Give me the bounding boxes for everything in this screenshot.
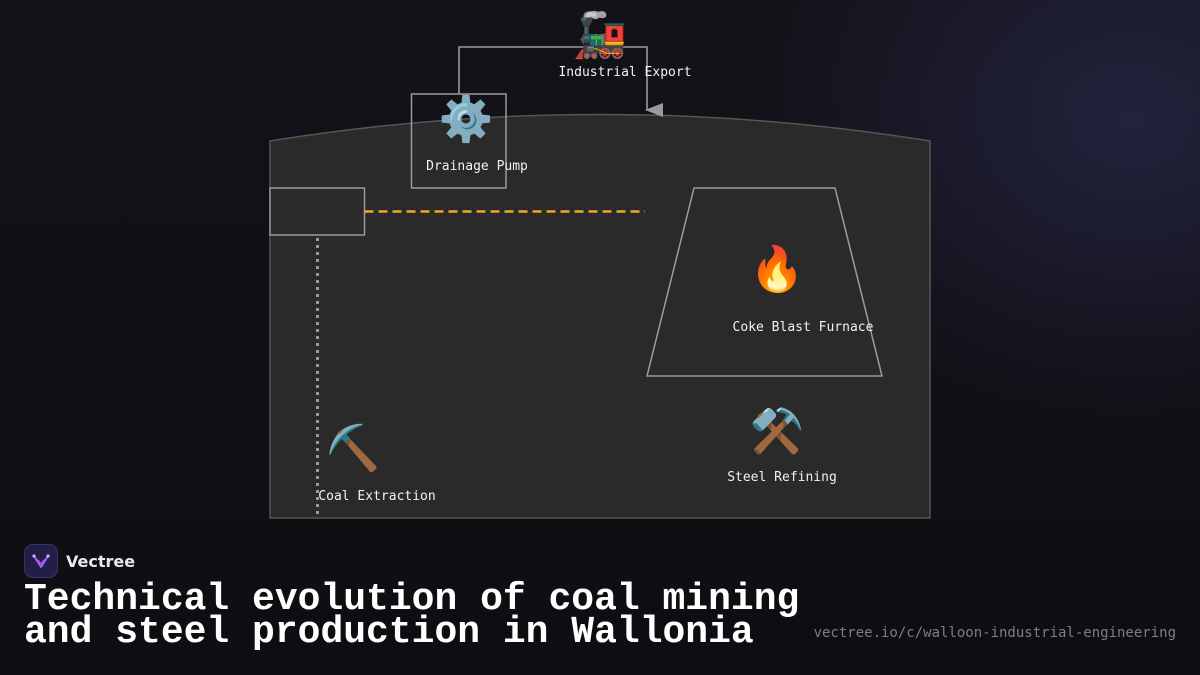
mine-shaft-box <box>269 187 366 236</box>
node-label-industrial-export: Industrial Export <box>558 65 691 80</box>
drainage-pump-box <box>410 93 507 189</box>
node-label-coke-blast-furnace: Coke Blast Furnace <box>733 320 874 335</box>
title-line-2: and steel production in Wallonia <box>24 611 754 654</box>
node-industrial-export: 🚂 Industrial Export <box>558 10 691 80</box>
node-label-drainage-pump: Drainage Pump <box>426 159 528 174</box>
landscape-panel <box>269 113 931 519</box>
gear-icon: ⚙️ <box>439 94 494 145</box>
node-coal-extraction: ⛏️ Coal Extraction <box>318 423 435 504</box>
node-label-steel-refining: Steel Refining <box>727 470 837 485</box>
fire-icon: 🔥 <box>750 244 805 295</box>
title-line-1: Technical evolution of coal mining <box>24 578 800 621</box>
source-url[interactable]: vectree.io/c/walloon-industrial-engineer… <box>813 625 1176 641</box>
export-connector <box>458 46 663 117</box>
node-steel-refining: ⚒️ Steel Refining <box>727 406 837 485</box>
locomotive-icon: 🚂 <box>573 10 628 61</box>
node-drainage-pump: ⚙️ Drainage Pump <box>426 94 528 174</box>
vectree-logo-icon <box>24 544 58 578</box>
pick-icon: ⛏️ <box>326 423 381 474</box>
page-title: Technical evolution of coal mining and s… <box>24 578 804 654</box>
furnace-shape <box>646 187 883 377</box>
brand[interactable]: Vectree <box>24 544 135 578</box>
brand-name: Vectree <box>66 551 136 571</box>
node-coke-blast-furnace: 🔥 Coke Blast Furnace <box>733 244 874 335</box>
node-label-coal-extraction: Coal Extraction <box>318 489 435 504</box>
hammer-and-pick-icon: ⚒️ <box>750 406 805 457</box>
